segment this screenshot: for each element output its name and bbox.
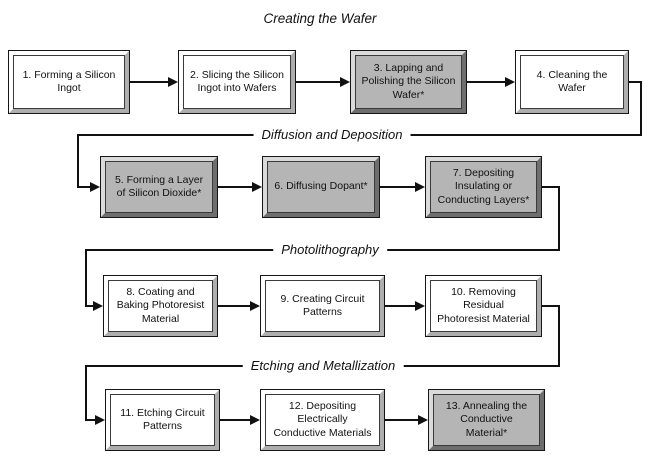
step-box-bevel: 6. Diffusing Dopant* <box>263 157 379 217</box>
step-box-8: 8. Coating and Baking Photoresist Materi… <box>103 275 218 337</box>
connector-line <box>542 305 560 307</box>
connector-line <box>218 186 254 188</box>
arrow-right-icon <box>93 301 103 311</box>
step-box-bevel: 4. Cleaning the Wafer <box>516 51 628 113</box>
step-box-7: 7. Depositing Insulating or Conducting L… <box>425 156 542 218</box>
step-label-13: 13. Annealing the Conductive Material* <box>445 399 528 439</box>
section-title-diffusion-and-deposition: Diffusion and Deposition <box>253 127 411 143</box>
connector-line <box>85 365 87 421</box>
step-box-2: 2. Slicing the Silicon Ingot into Wafers <box>178 50 296 114</box>
section-title-photolithography: Photolithography <box>273 242 387 258</box>
step-box-4: 4. Cleaning the Wafer <box>515 50 629 114</box>
arrow-right-icon <box>415 301 425 311</box>
connector-line <box>385 419 420 421</box>
step-box-9: 9. Creating Circuit Patterns <box>260 275 385 337</box>
step-label-11: 11. Etching Circuit Patterns <box>120 406 205 432</box>
connector-line <box>467 81 507 83</box>
arrow-right-icon <box>250 301 260 311</box>
connector-line <box>542 186 560 188</box>
step-box-bevel: 11. Etching Circuit Patterns <box>106 390 219 450</box>
step-label-6: 6. Diffusing Dopant* <box>274 180 368 193</box>
step-label-1: 1. Forming a Silicon Ingot <box>22 68 116 94</box>
step-box-bevel: 5. Forming a Layer of Silicon Dioxide* <box>101 157 217 217</box>
step-box-3: 3. Lapping and Polishing the Silicon Waf… <box>350 50 467 114</box>
step-label-7: 7. Depositing Insulating or Conducting L… <box>437 166 530 206</box>
connector-line <box>380 186 417 188</box>
connector-line <box>130 81 170 83</box>
step-label-3: 3. Lapping and Polishing the Silicon Waf… <box>361 61 456 101</box>
step-label-10: 10. Removing Residual Photoresist Materi… <box>437 285 530 325</box>
arrow-right-icon <box>418 415 428 425</box>
connector-line <box>220 419 252 421</box>
step-box-bevel: 8. Coating and Baking Photoresist Materi… <box>104 276 217 336</box>
step-box-bevel: 2. Slicing the Silicon Ingot into Wafers <box>179 51 295 113</box>
step-label-5: 5. Forming a Layer of Silicon Dioxide* <box>114 173 204 199</box>
connector-line <box>77 134 79 188</box>
step-box-bevel: 13. Annealing the Conductive Material* <box>429 390 544 450</box>
step-box-5: 5. Forming a Layer of Silicon Dioxide* <box>100 156 218 218</box>
connector-line <box>629 81 642 83</box>
step-box-11: 11. Etching Circuit Patterns <box>105 389 220 451</box>
arrow-right-icon <box>340 77 350 87</box>
arrow-right-icon <box>415 182 425 192</box>
arrow-right-icon <box>168 77 178 87</box>
step-label-8: 8. Coating and Baking Photoresist Materi… <box>116 285 205 325</box>
arrow-right-icon <box>90 182 100 192</box>
step-box-bevel: 10. Removing Residual Photoresist Materi… <box>426 276 541 336</box>
connector-line <box>85 305 97 307</box>
step-box-12: 12. Depositing Electrically Conductive M… <box>260 389 385 451</box>
arrow-right-icon <box>250 415 260 425</box>
step-box-bevel: 9. Creating Circuit Patterns <box>261 276 384 336</box>
step-label-4: 4. Cleaning the Wafer <box>536 68 608 94</box>
arrow-right-icon <box>505 77 515 87</box>
arrow-right-icon <box>95 415 105 425</box>
section-title-creating-the-wafer: Creating the Wafer <box>263 11 377 26</box>
connector-line <box>85 419 99 421</box>
step-box-bevel: 1. Forming a Silicon Ingot <box>9 51 129 113</box>
connector-line <box>85 249 87 307</box>
connector-line <box>218 305 252 307</box>
step-box-bevel: 3. Lapping and Polishing the Silicon Waf… <box>351 51 466 113</box>
step-label-9: 9. Creating Circuit Patterns <box>280 292 365 318</box>
step-box-bevel: 7. Depositing Insulating or Conducting L… <box>426 157 541 217</box>
connector-line <box>77 186 92 188</box>
connector-line <box>385 305 417 307</box>
step-label-12: 12. Depositing Electrically Conductive M… <box>273 399 372 439</box>
step-box-13: 13. Annealing the Conductive Material* <box>428 389 545 451</box>
step-box-1: 1. Forming a Silicon Ingot <box>8 50 130 114</box>
connector-line <box>558 305 560 367</box>
connector-line <box>640 81 642 136</box>
arrow-right-icon <box>252 182 262 192</box>
step-box-6: 6. Diffusing Dopant* <box>262 156 380 218</box>
connector-line <box>296 81 342 83</box>
step-label-2: 2. Slicing the Silicon Ingot into Wafers <box>190 68 284 94</box>
section-title-etching-and-metallization: Etching and Metallization <box>242 358 404 374</box>
step-box-10: 10. Removing Residual Photoresist Materi… <box>425 275 542 337</box>
step-box-bevel: 12. Depositing Electrically Conductive M… <box>261 390 384 450</box>
connector-line <box>558 186 560 251</box>
